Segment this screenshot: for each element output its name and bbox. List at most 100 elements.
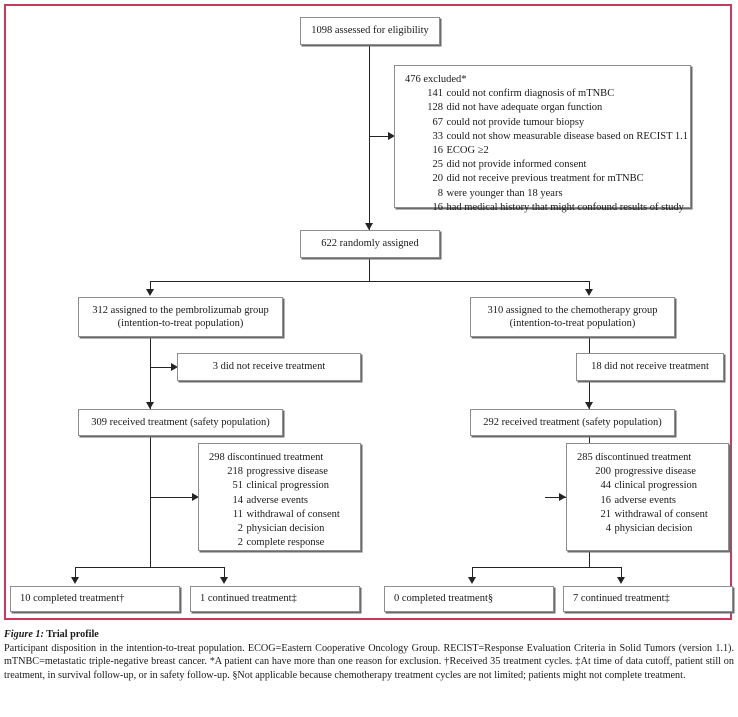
excluded-reason-row: 8 were younger than 18 years [405, 187, 680, 201]
discontinued-reason-count: 16 [600, 494, 612, 506]
excluded-reason-text: could not show measurable disease based … [446, 130, 689, 142]
chemotherapy-not-received-label: 18 did not receive treatment [591, 361, 709, 373]
connector-pembrolizumab-received-down [150, 436, 151, 567]
arrow-into-pembrolizumab-received [146, 402, 154, 409]
connector-assessed-to-randomized [369, 45, 370, 230]
discontinued-reason-text: complete response [246, 537, 325, 549]
arrow-into-randomized [365, 223, 373, 230]
arrow-into-pembrolizumab-assigned [146, 289, 154, 296]
discontinued-reason-count: 51 [232, 480, 244, 492]
discontinued-reason-text: progressive disease [246, 466, 328, 478]
connector-to-pembrolizumab-completed [75, 567, 76, 580]
discontinued-reason-text: withdrawal of consent [246, 508, 340, 520]
pembrolizumab-completed-label: 10 completed treatment† [20, 593, 125, 605]
excluded-reason-row: 25 did not provide informed consent [405, 158, 680, 172]
excluded-reason-count: 16 [432, 201, 444, 213]
discontinued-reason-count: 2 [237, 537, 243, 549]
pembrolizumab-discontinued-reason-row: 14 adverse events [209, 494, 350, 508]
discontinued-reason-text: adverse events [246, 494, 309, 506]
excluded-reason-row: 16 ECOG ≥2 [405, 144, 680, 158]
connector-pembrolizumab-to-not-received [150, 367, 174, 368]
excluded-reason-count: 25 [432, 159, 444, 171]
chemotherapy-discontinued-reason-row: 200 progressive disease [577, 465, 718, 479]
chemotherapy-discontinued-header-row: 285 discontinued treatment [577, 451, 718, 465]
pembrolizumab-discontinued-header-row: 298 discontinued treatment [209, 451, 350, 465]
excluded-header: 476 excluded* [405, 74, 467, 85]
connector-pembrolizumab-bottom-split [75, 567, 225, 568]
discontinued-reason-count: 11 [232, 508, 243, 520]
box-pembrolizumab-not-received: 3 did not receive treatment [177, 353, 361, 381]
excluded-header-row: 476 excluded* [405, 73, 680, 87]
box-chemotherapy-completed: 0 completed treatment§ [384, 586, 554, 612]
excluded-reason-text: could not provide tumour biopsy [446, 116, 585, 128]
chemotherapy-completed-label: 0 completed treatment§ [394, 593, 494, 605]
pembrolizumab-discontinued-header: 298 discontinued treatment [209, 452, 324, 463]
arrow-into-chemotherapy-received [585, 402, 593, 409]
discontinued-reason-text: progressive disease [614, 466, 696, 478]
connector-pembrolizumab-assigned-to-received [150, 337, 151, 409]
pembrolizumab-discontinued-reason-row: 51 clinical progression [209, 479, 350, 493]
box-pembrolizumab-assigned: 312 assigned to the pembrolizumab group … [78, 297, 283, 337]
excluded-reason-row: 20 did not receive previous treatment fo… [405, 172, 680, 186]
connector-to-chemotherapy-completed [472, 567, 473, 580]
chemotherapy-discontinued-reason-row: 44 clinical progression [577, 479, 718, 493]
connector-to-chemotherapy-continued [621, 567, 622, 580]
discontinued-reason-count: 4 [605, 523, 611, 535]
arrow-into-pembrolizumab-not-received [171, 363, 178, 371]
excluded-reason-text: did not receive previous treatment for m… [446, 173, 644, 185]
connector-to-chemotherapy-arm [589, 281, 590, 293]
box-excluded-reasons: 476 excluded* 141 could not confirm diag… [394, 65, 691, 213]
box-chemotherapy-assigned: 310 assigned to the chemotherapy group (… [470, 297, 675, 337]
excluded-reason-count: 141 [427, 88, 443, 100]
chemotherapy-assigned-line2: (intention-to-treat population) [509, 318, 636, 329]
chemotherapy-discontinued-header: 285 discontinued treatment [577, 452, 692, 463]
excluded-reason-count: 67 [432, 116, 444, 128]
box-chemotherapy-not-received: 18 did not receive treatment [576, 353, 724, 381]
excluded-reason-row: 128 did not have adequate organ function [405, 101, 680, 115]
discontinued-reason-text: clinical progression [614, 480, 698, 492]
arrow-into-chemotherapy-assigned [585, 289, 593, 296]
arrow-into-chemotherapy-discontinued [559, 493, 566, 501]
excluded-reason-count: 33 [432, 130, 444, 142]
pembrolizumab-assigned-line1: 312 assigned to the pembrolizumab group [92, 304, 269, 316]
excluded-reason-row: 141 could not confirm diagnosis of mTNBC [405, 87, 680, 101]
box-pembrolizumab-completed: 10 completed treatment† [10, 586, 180, 612]
excluded-reason-row: 67 could not provide tumour biopsy [405, 116, 680, 130]
box-pembrolizumab-received: 309 received treatment (safety populatio… [78, 409, 283, 436]
assessed-label: 1098 assessed for eligibility [311, 25, 429, 37]
figure-caption-name: Trial profile [43, 629, 99, 640]
figure-caption: Figure 1: Trial profile Participant disp… [4, 628, 734, 682]
discontinued-reason-text: withdrawal of consent [614, 508, 708, 520]
arrow-into-pembrolizumab-completed [71, 577, 79, 584]
pembrolizumab-discontinued-reason-row: 218 progressive disease [209, 465, 350, 479]
excluded-reason-row: 33 could not show measurable disease bas… [405, 130, 689, 144]
box-pembrolizumab-discontinued: 298 discontinued treatment 218 progressi… [198, 443, 361, 551]
excluded-reason-row: 16 had medical history that might confou… [405, 201, 684, 215]
box-pembrolizumab-continued: 1 continued treatment‡ [190, 586, 360, 612]
pembrolizumab-discontinued-reason-row: 2 complete response [209, 536, 350, 550]
pembrolizumab-discontinued-reason-row: 11 withdrawal of consent [209, 508, 350, 522]
discontinued-reason-count: 21 [600, 508, 612, 520]
discontinued-reason-text: physician decision [246, 523, 325, 535]
excluded-reason-text: were younger than 18 years [446, 187, 563, 199]
box-randomly-assigned: 622 randomly assigned [300, 230, 440, 258]
arrow-into-chemotherapy-completed [468, 577, 476, 584]
box-chemotherapy-discontinued: 285 discontinued treatment 200 progressi… [566, 443, 729, 551]
figure-caption-label: Figure 1: [4, 629, 44, 640]
discontinued-reason-count: 2 [237, 523, 243, 535]
connector-randomized-split [150, 281, 590, 282]
arrow-into-pembrolizumab-continued [220, 577, 228, 584]
chemotherapy-received-label: 292 received treatment (safety populatio… [483, 416, 662, 428]
connector-pembrolizumab-to-discontinued [150, 497, 195, 498]
consort-flow-diagram: 1098 assessed for eligibility 476 exclud… [10, 17, 733, 612]
chemotherapy-discontinued-reason-row: 4 physician decision [577, 522, 718, 536]
box-chemotherapy-continued: 7 continued treatment‡ [563, 586, 733, 612]
excluded-reason-count: 20 [432, 173, 444, 185]
connector-randomized-down [369, 258, 370, 281]
excluded-reason-text: could not confirm diagnosis of mTNBC [446, 88, 615, 100]
arrow-into-excluded [388, 132, 395, 140]
discontinued-reason-count: 44 [600, 480, 612, 492]
figure-caption-body: Participant disposition in the intention… [4, 643, 734, 681]
chemotherapy-assigned-line1: 310 assigned to the chemotherapy group [487, 304, 658, 316]
connector-to-pembrolizumab-arm [150, 281, 151, 293]
